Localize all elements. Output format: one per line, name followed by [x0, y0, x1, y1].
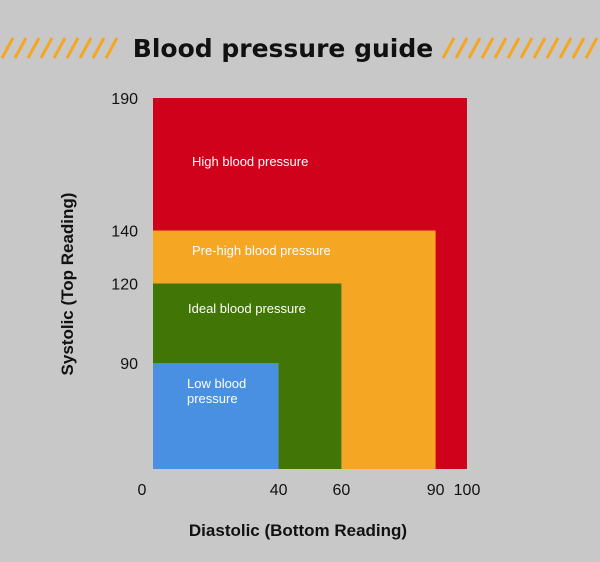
decorative-stripes-left	[0, 37, 119, 59]
stripe-left	[91, 37, 106, 59]
stripe-right	[493, 37, 508, 59]
stripe-right	[441, 37, 456, 59]
x-tick-label: 90	[427, 482, 445, 499]
x-axis-label: Diastolic (Bottom Reading)	[189, 521, 407, 540]
stripe-left	[78, 37, 93, 59]
stripe-left	[26, 37, 41, 59]
x-tick-label: 100	[454, 482, 481, 499]
stripe-right	[467, 37, 482, 59]
stripe-right	[454, 37, 469, 59]
y-tick-label: 120	[111, 277, 138, 294]
x-tick-label: 40	[270, 482, 288, 499]
stripe-right	[506, 37, 521, 59]
decorative-stripes-right	[441, 37, 599, 59]
zones-group	[153, 98, 467, 469]
y-tick-label: 190	[111, 91, 138, 108]
zone-3	[153, 363, 279, 469]
x-tick-label: 60	[333, 482, 351, 499]
stripe-right	[545, 37, 560, 59]
stripe-right	[480, 37, 495, 59]
zone-label-0: High blood pressure	[192, 154, 308, 169]
stripe-right	[571, 37, 586, 59]
zone-label-1: Pre-high blood pressure	[192, 243, 331, 258]
chart-title: Blood pressure guide	[133, 34, 433, 63]
stripe-left	[0, 37, 15, 59]
stripe-left	[52, 37, 67, 59]
y-axis-label: Systolic (Top Reading)	[58, 193, 77, 376]
zone-label-2: Ideal blood pressure	[188, 301, 306, 316]
stripe-right	[532, 37, 547, 59]
stripe-left	[104, 37, 119, 59]
stripe-left	[65, 37, 80, 59]
stripe-right	[584, 37, 599, 59]
y-tick-label: 140	[111, 224, 138, 241]
stripe-left	[39, 37, 54, 59]
y-axis-ticks: 90 120 140 190	[111, 91, 138, 373]
stripe-right	[519, 37, 534, 59]
y-tick-label: 90	[120, 356, 138, 373]
stripe-left	[13, 37, 28, 59]
stripe-right	[558, 37, 573, 59]
x-axis-ticks: 0 40 60 90 100	[138, 482, 481, 499]
x-tick-label: 0	[138, 482, 147, 499]
